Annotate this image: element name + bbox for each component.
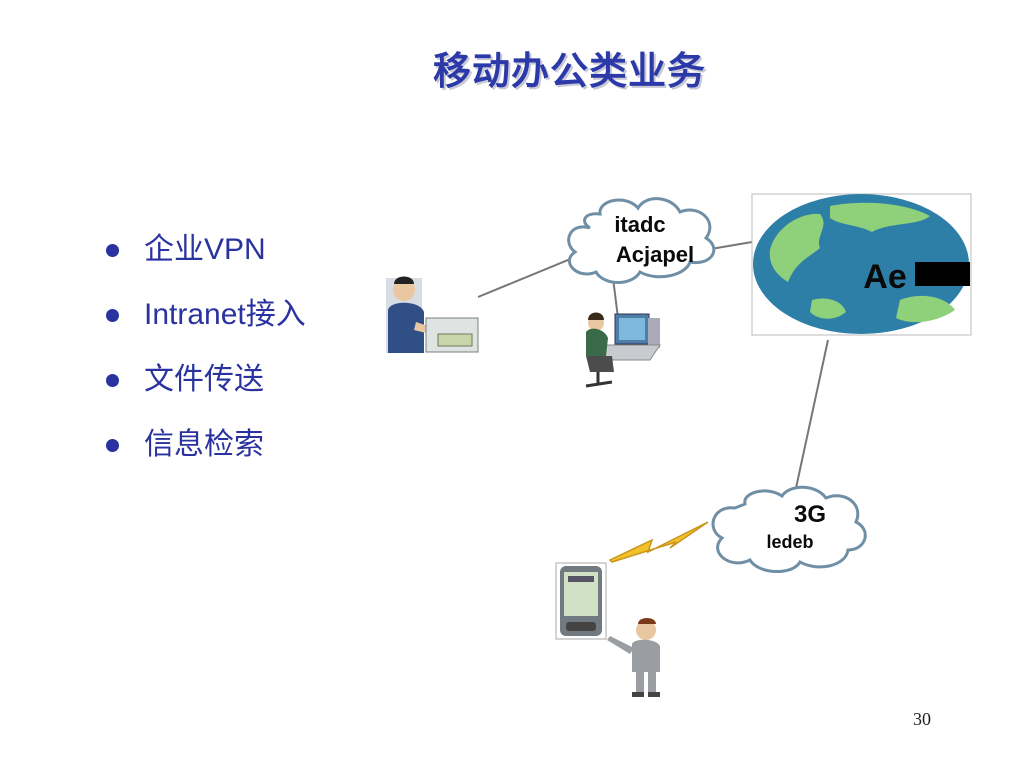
bullet-text: 文件传送 (144, 363, 264, 396)
cloud-3g-label-1: 3G (794, 501, 826, 528)
cloud-3g-label-2: ledeb (766, 532, 813, 552)
wireless-bolt-icon (608, 521, 709, 563)
slide-title: 移动办公类业务 (432, 51, 706, 93)
connector-line (477, 252, 586, 298)
globe-icon: Ae (751, 193, 972, 336)
bullet-item: 信息检索 (100, 425, 306, 490)
page-number: 30 (913, 709, 931, 729)
bullet-text: Intranet接入 (144, 298, 306, 331)
pda-device-icon (555, 562, 607, 640)
bullet-item: 文件传送 (100, 360, 306, 425)
cloud-top-label-2: Acjapel (616, 242, 694, 267)
bullet-item: Intranet接入 (100, 295, 306, 360)
cloud-intranet-icon: itadc Acjapel (567, 197, 716, 284)
connector-line (795, 339, 829, 489)
bullet-list: 企业VPN Intranet接入 文件传送 信息检索 (100, 230, 306, 490)
user-at-terminal-icon (386, 276, 479, 353)
bullet-dot-icon (106, 309, 119, 322)
bullet-dot-icon (106, 374, 119, 387)
bullet-dot-icon (106, 244, 119, 257)
bullet-text: 企业VPN (144, 233, 266, 266)
globe-label: Ae (863, 258, 906, 296)
bullet-text: 信息检索 (144, 428, 264, 461)
bullet-dot-icon (106, 439, 119, 452)
bullet-item: 企业VPN (100, 230, 306, 295)
cloud-3g-icon: 3G ledeb (711, 485, 867, 574)
cloud-top-label-1: itadc (614, 212, 665, 237)
user-at-computer-icon (585, 312, 661, 388)
businessman-icon (607, 618, 660, 697)
